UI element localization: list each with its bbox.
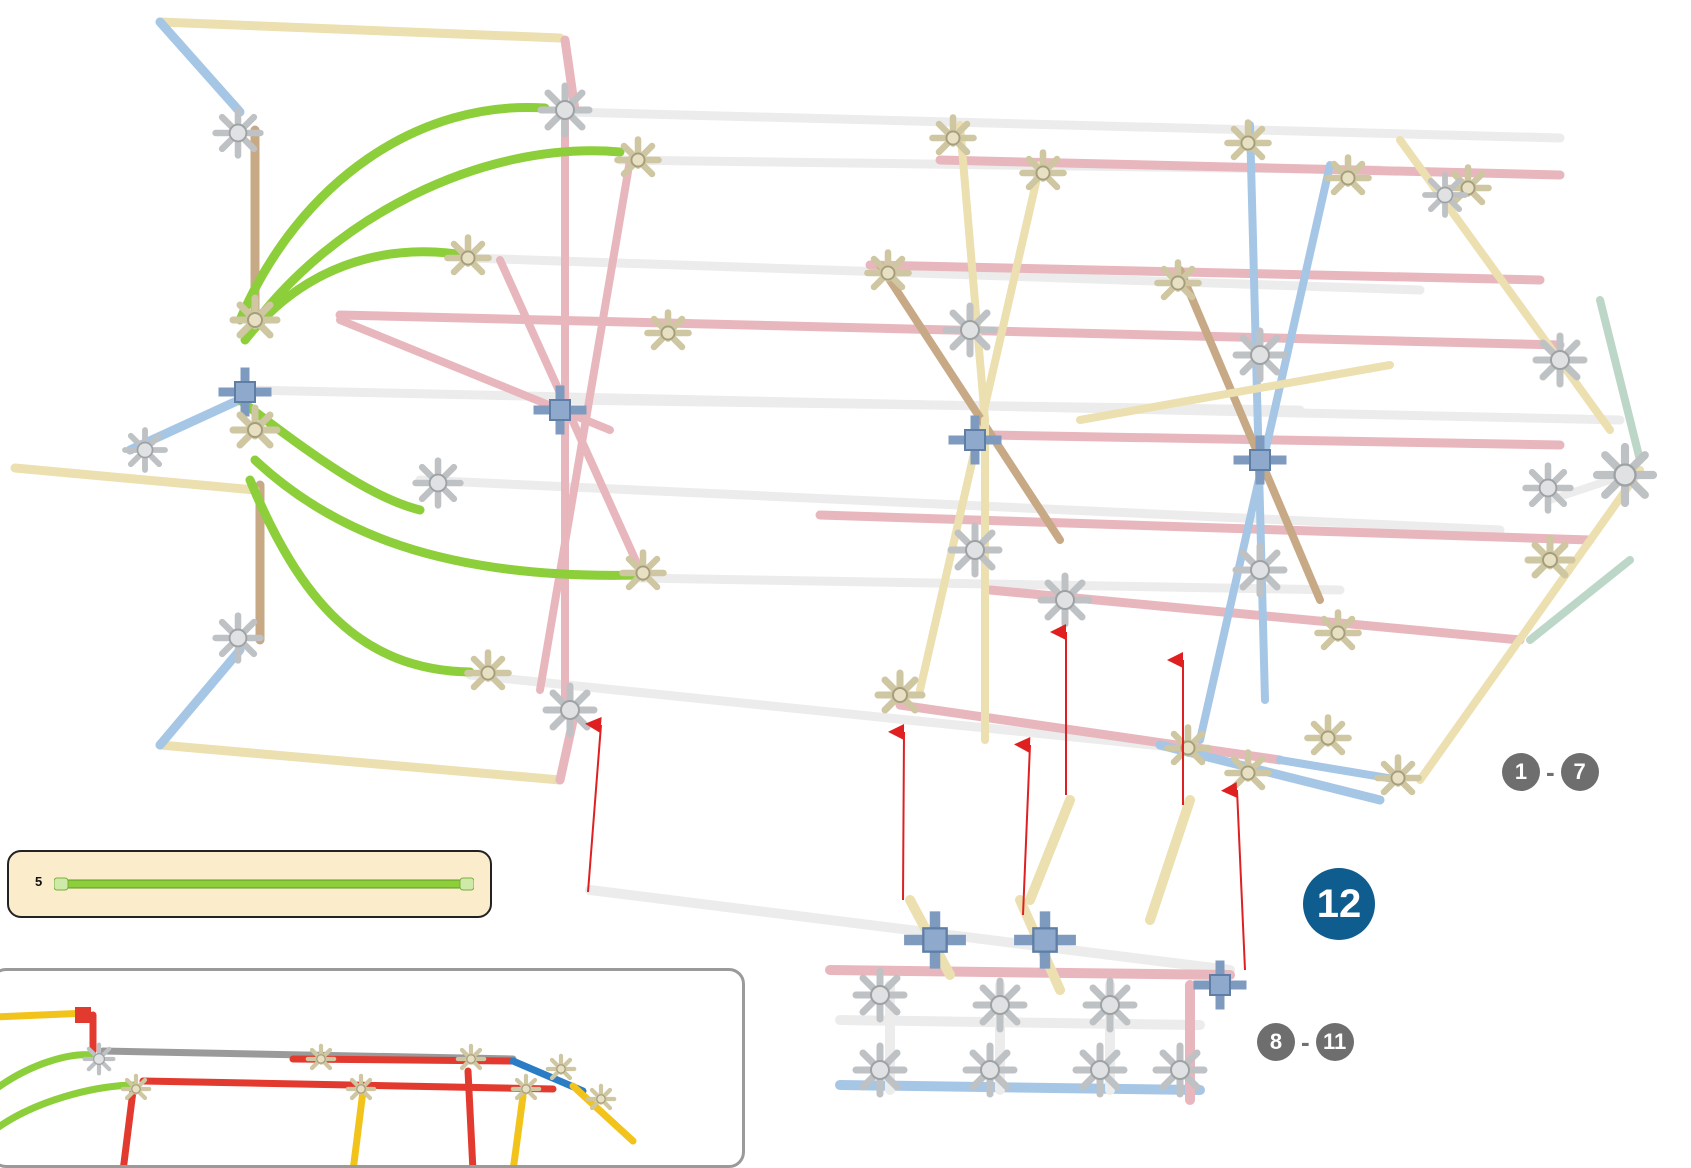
step-range-8-11: 8 - 11 bbox=[1257, 1023, 1354, 1061]
parts-needed-box: 5 bbox=[7, 850, 492, 918]
green-rod-icon bbox=[54, 877, 474, 891]
step-range-start-badge: 1 bbox=[1502, 753, 1540, 791]
step-range-separator: - bbox=[1546, 756, 1555, 787]
step-range-end-badge: 11 bbox=[1315, 1023, 1354, 1061]
connection-arrows bbox=[585, 624, 1246, 971]
reference-model-inset bbox=[0, 968, 745, 1168]
step-range-1-7: 1 - 7 bbox=[1502, 753, 1599, 791]
rods bbox=[10, 17, 1644, 805]
step-range-start-badge: 8 bbox=[1257, 1023, 1295, 1061]
sub-assembly bbox=[585, 795, 1242, 1105]
step-range-separator: - bbox=[1301, 1026, 1310, 1057]
step-range-end-badge: 7 bbox=[1560, 753, 1599, 791]
reference-model-drawing bbox=[0, 1007, 637, 1165]
assembly-diagram bbox=[10, 17, 1691, 1105]
step-number-badge: 12 bbox=[1303, 868, 1375, 940]
part-quantity: 5 bbox=[35, 874, 43, 889]
